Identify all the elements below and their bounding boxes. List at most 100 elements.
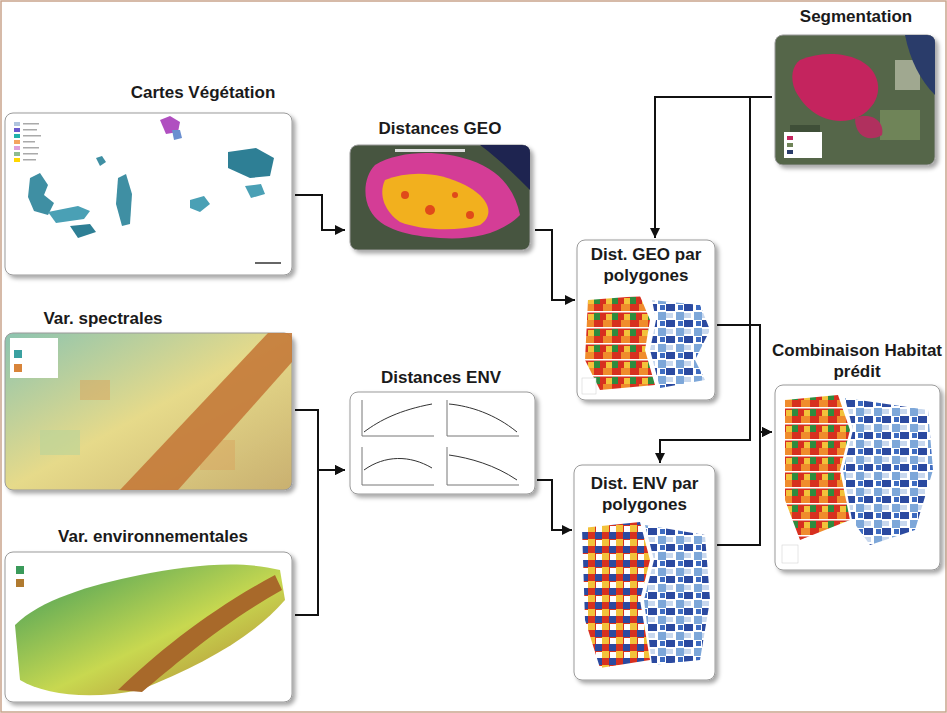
map-detail	[362, 447, 434, 485]
image-card: Dist. ENV par polygones	[572, 463, 717, 683]
map-detail	[96, 156, 106, 166]
map-detail	[447, 400, 519, 436]
map-detail	[775, 385, 940, 570]
map-detail	[449, 404, 517, 432]
card-title: Cartes Végétation	[113, 82, 293, 103]
image-card: Distances ENV	[345, 367, 537, 497]
map-detail	[880, 110, 920, 140]
map-detail	[782, 545, 798, 563]
environment-map	[5, 552, 292, 702]
map-detail	[23, 141, 35, 143]
env-distance-plots	[350, 392, 535, 494]
vegetation-map	[5, 113, 292, 275]
map-detail	[80, 380, 110, 400]
image-card: Segmentation	[772, 6, 940, 170]
map-detail	[12, 558, 67, 593]
image-card: Cartes Végétation	[3, 82, 295, 277]
map-detail	[785, 395, 850, 540]
map-detail	[350, 392, 535, 494]
map-detail	[255, 262, 281, 264]
card-title: Distances GEO	[345, 118, 535, 139]
map-detail	[23, 147, 39, 149]
map-detail	[16, 566, 24, 574]
image-card: Combinaison Habitat prédit	[772, 340, 942, 572]
map-detail	[787, 143, 793, 147]
image-card: Var. spectrales	[3, 308, 295, 493]
map-detail	[28, 173, 54, 215]
flow-arrow	[717, 325, 772, 432]
map-detail	[449, 455, 517, 480]
map-detail	[116, 174, 132, 226]
map-detail	[784, 132, 822, 158]
image-card: Distances GEO	[345, 118, 535, 253]
spectral-map	[5, 333, 292, 490]
map-detail	[14, 140, 20, 144]
map-detail	[23, 123, 39, 125]
map-detail	[650, 300, 710, 388]
flow-arrow	[535, 230, 575, 300]
map-detail	[14, 152, 20, 156]
image-card: Dist. GEO par polygones	[575, 238, 717, 403]
card-title: Dist. GEO par polygones	[575, 244, 717, 286]
map-detail	[118, 575, 282, 692]
map-detail	[245, 184, 265, 198]
map-detail	[5, 552, 292, 702]
flow-arrow	[655, 97, 772, 238]
map-detail	[350, 145, 530, 250]
map-detail	[452, 192, 458, 198]
map-detail	[14, 146, 20, 150]
map-detail	[14, 122, 20, 126]
map-detail	[787, 136, 793, 140]
card-title: Distances ENV	[345, 367, 537, 388]
map-detail	[5, 113, 292, 275]
map-detail	[365, 153, 520, 238]
flow-arrow	[295, 195, 345, 230]
map-detail	[14, 158, 20, 162]
map-detail	[70, 224, 96, 238]
map-detail	[40, 430, 80, 455]
map-detail	[172, 130, 182, 140]
map-detail	[5, 333, 292, 490]
map-detail	[23, 153, 38, 155]
map-detail	[16, 579, 24, 587]
map-detail	[10, 338, 58, 378]
card-title: Segmentation	[772, 6, 940, 27]
map-detail	[14, 128, 20, 132]
map-detail	[364, 458, 432, 470]
map-detail	[382, 174, 488, 230]
map-detail	[120, 333, 292, 490]
map-detail	[23, 159, 36, 161]
map-detail	[401, 191, 409, 199]
map-detail	[228, 148, 274, 178]
geo-distance-map	[350, 145, 530, 250]
habitat-map	[775, 385, 940, 570]
map-detail	[395, 149, 465, 152]
card-title: Var. spectrales	[23, 308, 183, 329]
map-detail	[585, 296, 655, 390]
map-detail	[855, 116, 882, 138]
flow-arrow	[295, 410, 345, 470]
map-detail	[787, 150, 793, 154]
map-detail	[582, 378, 596, 394]
map-detail	[792, 54, 878, 121]
map-detail	[14, 134, 20, 138]
map-detail	[425, 205, 435, 215]
map-detail	[23, 135, 41, 137]
map-detail	[466, 211, 474, 219]
map-detail	[14, 350, 22, 358]
flow-arrow	[717, 432, 772, 545]
map-detail	[48, 206, 90, 223]
map-detail	[447, 447, 519, 485]
flow-arrow	[295, 470, 345, 615]
map-detail	[843, 398, 933, 545]
map-detail	[190, 196, 210, 212]
card-title: Dist. ENV par polygones	[572, 473, 717, 515]
map-detail	[775, 35, 935, 165]
map-detail	[14, 364, 22, 372]
map-detail	[364, 404, 432, 432]
image-card: Var. environnementales	[3, 526, 295, 704]
map-detail	[582, 522, 650, 668]
segmentation-map	[775, 35, 935, 165]
